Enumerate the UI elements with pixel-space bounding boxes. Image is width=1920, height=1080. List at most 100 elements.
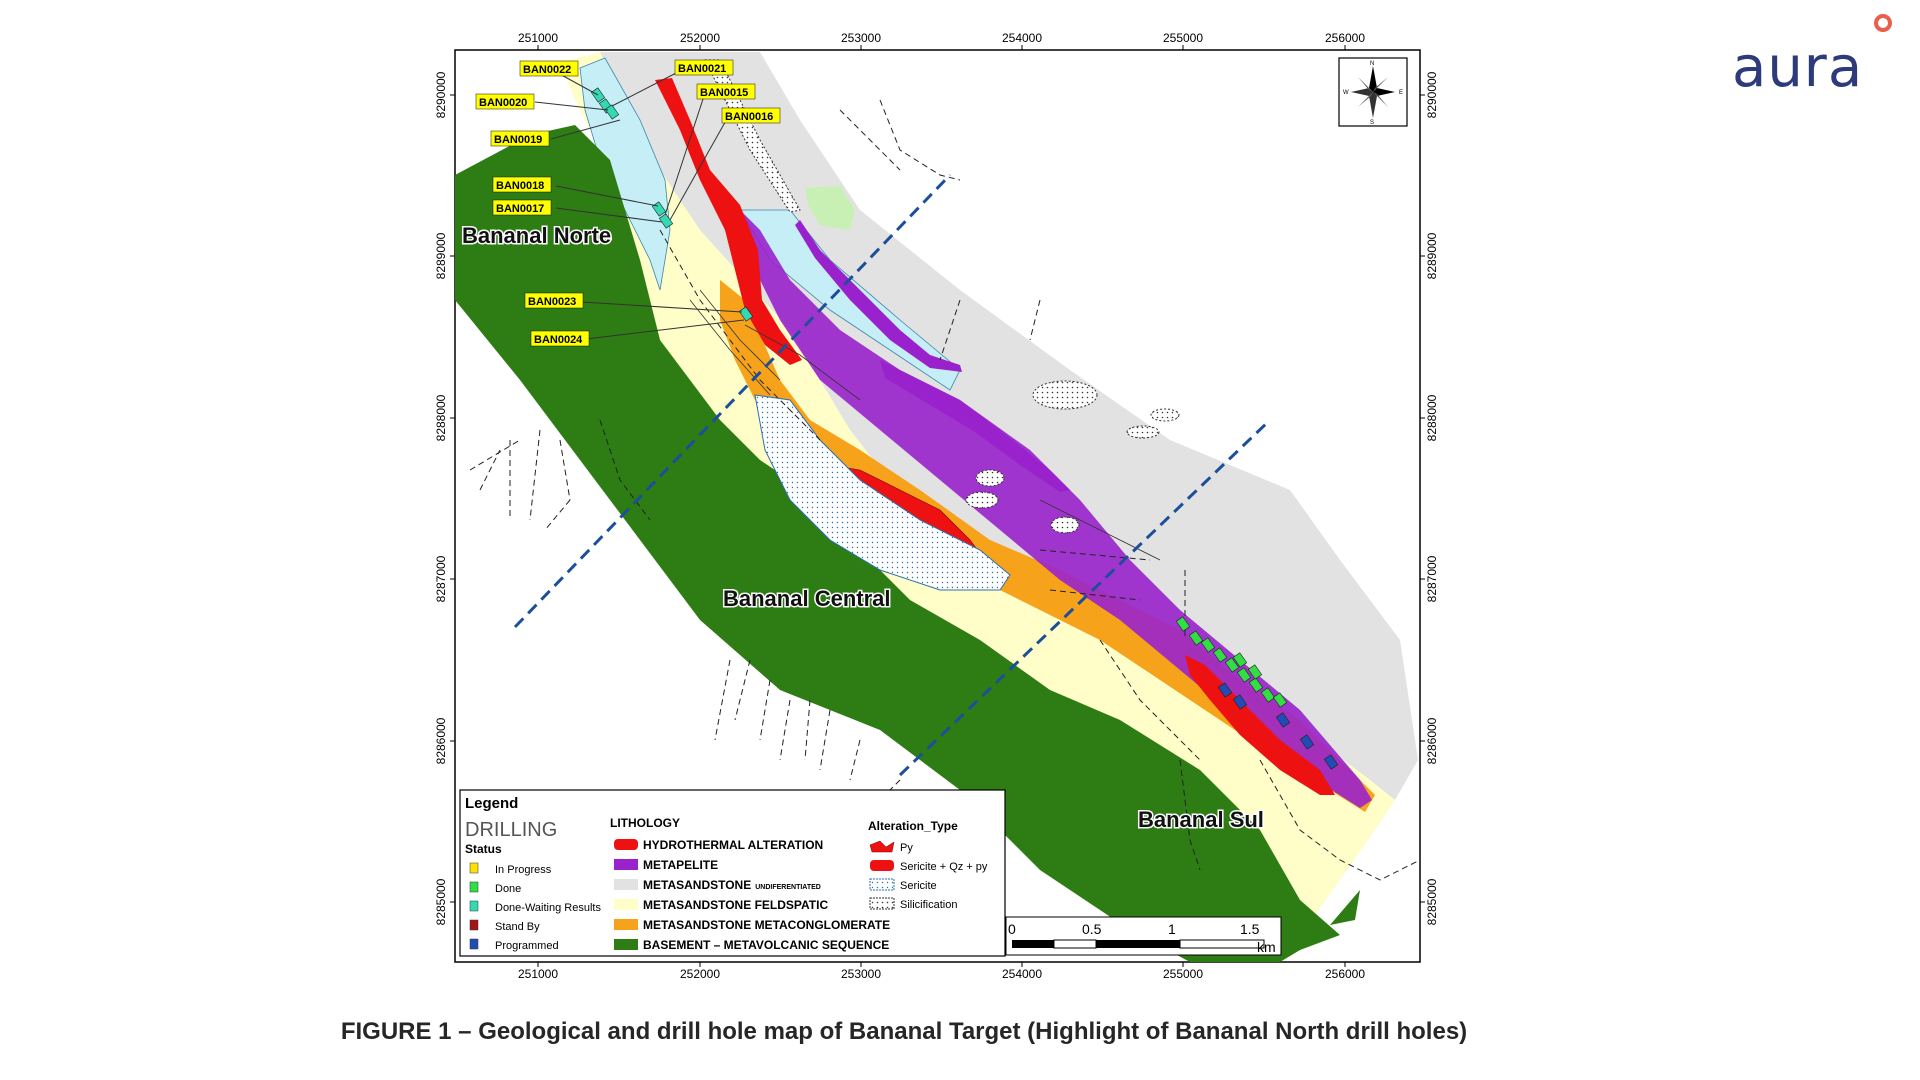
coord-x-top: 255000 (1163, 31, 1203, 45)
drill-hole-marker (1248, 677, 1264, 693)
unit-sericite-north (579, 57, 671, 291)
coord-x-bottom: 255000 (1163, 967, 1203, 981)
drill-hole-label: BAN0021 (678, 63, 726, 75)
coord-y-left: 8290000 (434, 71, 448, 118)
unit-metasandstone-feldspatic (560, 52, 1395, 915)
coords-top: 251000 252000 253000 254000 255000 256000 (518, 31, 1365, 50)
coords-left: 8290000 8289000 8288000 8287000 8286000 82850… (434, 71, 455, 925)
scale-tick-15: 1.5 (1240, 921, 1260, 937)
coord-x-bottom: 252000 (680, 967, 720, 981)
coord-x-bottom: 256000 (1325, 967, 1365, 981)
silicification-5 (965, 491, 999, 509)
legend-lith-hydrothermal: HYDROTHERMAL ALTERATION (643, 838, 823, 852)
drill-hole-marker (1200, 637, 1216, 653)
drill-hole-marker (1232, 652, 1248, 668)
silicification-1 (1032, 380, 1098, 410)
silicification-4 (975, 469, 1005, 487)
coord-y-right: 8289000 (1425, 232, 1439, 279)
zone-label-south: Bananal Sul (1138, 807, 1264, 832)
drill-hole-marker (1299, 734, 1315, 750)
drill-hole-marker (604, 104, 620, 120)
drill-hole-marker (1272, 692, 1288, 708)
drill-hole-marker (1232, 694, 1248, 710)
drill-holes-done (1175, 616, 1288, 708)
drill-hole-marker (1188, 630, 1204, 646)
coord-y-right: 8287000 (1425, 555, 1439, 602)
coord-y-right: 8285000 (1425, 878, 1439, 925)
legend-alt-silicification: Silicification (900, 899, 957, 911)
legend-status-programmed: Programmed (495, 940, 559, 952)
drill-hole-label: BAN0022 (523, 64, 571, 76)
zone-label-north: Bananal Norte (462, 223, 611, 248)
unit-basement (455, 125, 1340, 962)
legend-lith-feldspatic: METASANDSTONE FELDSPATIC (643, 898, 828, 912)
geology-layers (455, 52, 1420, 962)
legend-alt-py: Py (900, 842, 913, 854)
drill-hole-marker (658, 213, 674, 229)
drill-holes-waiting (590, 87, 754, 322)
unit-metapelite (740, 210, 1372, 808)
drill-hole-label: BAN0023 (528, 296, 576, 308)
drill-hole-label: BAN0020 (479, 97, 527, 109)
brand-logo-text: aura (1732, 35, 1864, 100)
silicification-6 (1050, 516, 1080, 534)
drill-hole-marker (1212, 647, 1228, 663)
coords-right: 8290000828900082880008287000828600082850… (1420, 71, 1439, 925)
coord-x-bottom: 251000 (518, 967, 558, 981)
coord-x-top: 256000 (1325, 31, 1365, 45)
coord-x-top: 252000 (680, 31, 720, 45)
unit-sericite-dotted (754, 394, 1011, 591)
drill-hole-label: BAN0024 (534, 334, 583, 346)
coord-y-left: 8286000 (434, 717, 448, 764)
legend: Legend DRILLING Status In Progress Done … (459, 789, 1006, 957)
silicification-2 (1150, 408, 1180, 422)
north-arrow-w: W (1343, 90, 1349, 96)
drill-hole-label: BAN0015 (700, 87, 748, 99)
coord-y-right: 8288000 (1425, 394, 1439, 441)
drill-hole-marker (1236, 667, 1252, 683)
drill-hole-marker (738, 306, 754, 322)
legend-status-standby: Stand By (495, 921, 540, 933)
coord-y-left: 8289000 (434, 232, 448, 279)
legend-status-in-progress: In Progress (495, 864, 552, 876)
drill-hole-marker (1275, 712, 1291, 728)
coord-x-top: 251000 (518, 31, 558, 45)
coord-y-left: 8287000 (434, 555, 448, 602)
unit-basement-wedge (1330, 890, 1360, 925)
scale-tick-1: 1 (1168, 921, 1176, 937)
scale-bar: 0 0.5 1 1.5 km (1005, 916, 1282, 956)
section-line-north (513, 173, 952, 629)
legend-status-done: Done (495, 883, 521, 895)
legend-status-waiting: Done-Waiting Results (495, 902, 601, 914)
unit-metapelite-lens-2 (880, 360, 1070, 492)
drill-hole-marker (1224, 657, 1240, 673)
drill-hole-label: BAN0016 (725, 111, 773, 123)
legend-lith-metapelite: METAPELITE (643, 858, 718, 872)
scale-unit: km (1257, 939, 1276, 955)
coord-y-right: 8286000 (1425, 717, 1439, 764)
drill-hole-labels: BAN0022 BAN0021 BAN0020 BAN0015 BAN0019 … (475, 59, 781, 347)
brand-logo-dot-icon (1874, 14, 1892, 32)
scale-tick-0: 0 (1008, 921, 1016, 937)
drill-holes-programmed (1217, 682, 1339, 770)
north-arrow-s: S (1370, 120, 1374, 126)
drill-hole-label: BAN0017 (496, 203, 544, 215)
drill-hole-marker (1260, 687, 1276, 703)
legend-lith-metaconglomerate: METASANDSTONE METACONGLOMERATE (643, 918, 890, 932)
coord-x-top: 253000 (841, 31, 881, 45)
coord-x-top: 254000 (1002, 31, 1042, 45)
unit-hydrothermal-north (655, 78, 802, 365)
north-arrow-e: E (1399, 90, 1403, 96)
legend-alt-sericite-qz-py: Sericite + Qz + py (900, 861, 988, 873)
legend-lithology-heading: LITHOLOGY (610, 816, 680, 830)
silicification-3 (1126, 425, 1160, 439)
drill-hole-label: BAN0019 (494, 134, 542, 146)
figure-caption: FIGURE 1 – Geological and drill hole map… (340, 1018, 1468, 1045)
coord-y-left: 8288000 (434, 394, 448, 441)
zone-label-central: Bananal Central (723, 586, 891, 611)
unit-green-patch (805, 186, 855, 230)
coord-y-left: 8285000 (434, 878, 448, 925)
drill-hole-label: BAN0018 (496, 180, 544, 192)
